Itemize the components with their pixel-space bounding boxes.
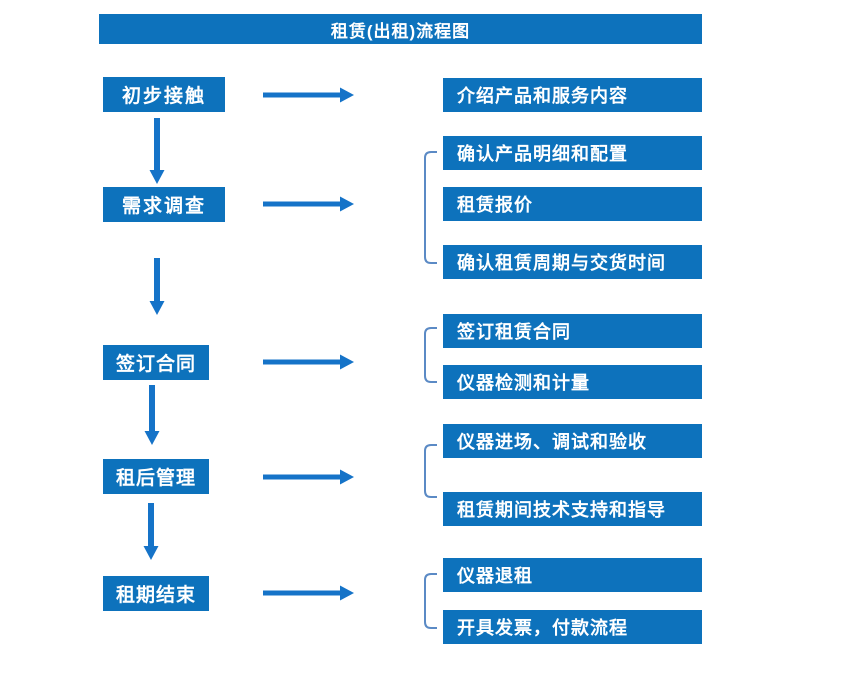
detail-instrument-setup: 仪器进场、调试和验收 [443,424,702,458]
group-bracket-demand-survey [424,151,437,264]
step-demand-survey: 需求调查 [103,187,225,222]
detail-instrument-return: 仪器退租 [443,558,702,592]
down-arrow-icon-2 [149,258,165,315]
right-arrow-icon-5 [263,585,354,601]
down-arrow-icon-3 [144,385,160,445]
right-arrow-icon-2 [263,196,354,212]
step-rental-end: 租期结束 [103,576,209,611]
detail-instrument-testing: 仪器检测和计量 [443,365,702,399]
step-post-rental-mgmt: 租后管理 [103,459,209,494]
down-arrow-icon-4 [143,503,159,560]
step-sign-contract: 签订合同 [103,345,209,380]
step-initial-contact: 初步接触 [103,77,225,112]
right-arrow-icon-4 [263,469,354,485]
down-arrow-icon-1 [149,118,165,184]
detail-rental-quotation: 租赁报价 [443,187,702,221]
group-bracket-post-rental [424,444,437,498]
diagram-title: 租赁(出租)流程图 [99,14,702,44]
detail-invoice-payment: 开具发票，付款流程 [443,610,702,644]
right-arrow-icon-1 [263,87,354,103]
detail-confirm-product-spec: 确认产品明细和配置 [443,136,702,170]
detail-introduce-products: 介绍产品和服务内容 [443,78,702,112]
right-arrow-icon-3 [263,354,354,370]
group-bracket-sign-contract [424,327,437,383]
detail-tech-support: 租赁期间技术支持和指导 [443,492,702,526]
detail-confirm-period-delivery: 确认租赁周期与交货时间 [443,245,702,279]
detail-sign-rental-contract: 签订租赁合同 [443,314,702,348]
group-bracket-rental-end [424,573,437,629]
